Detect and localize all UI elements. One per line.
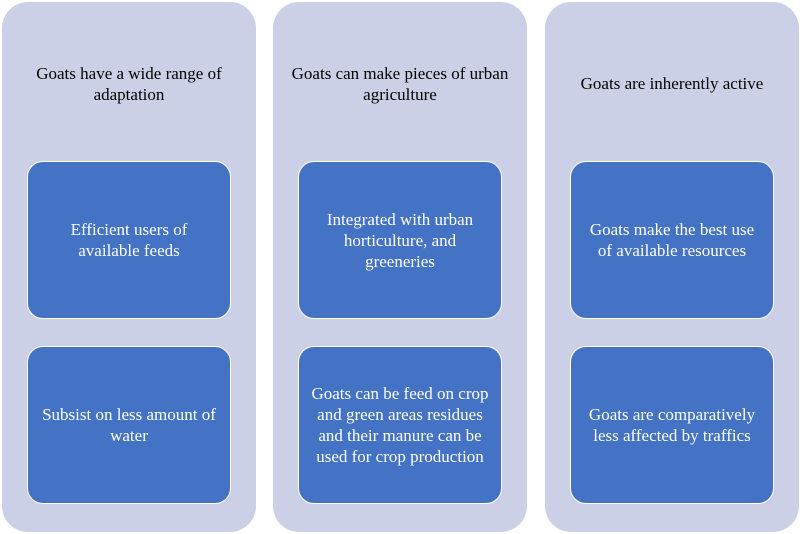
column-inherently-active: Goats are inherently active Goats make t… [545, 2, 799, 532]
box-crop-residues: Goats can be feed on crop and green area… [298, 346, 502, 504]
column-title: Goats can make pieces of urban agricultu… [291, 64, 509, 104]
box-urban-horticulture: Integrated with urban horticulture, and … [298, 161, 502, 319]
box-best-use-resources: Goats make the best use of available res… [570, 161, 774, 319]
column-urban-agriculture: Goats can make pieces of urban agricultu… [273, 2, 527, 532]
column-title: Goats have a wide range of adaptation [36, 64, 222, 104]
column-adaptation: Goats have a wide range of adaptation Ef… [2, 2, 256, 532]
box-less-water: Subsist on less amount of water [27, 346, 231, 504]
box-less-affected-traffic: Goats are comparatively less affected by… [570, 346, 774, 504]
box-efficient-feed-users: Efficient users of available feeds [27, 161, 231, 319]
column-title: Goats are inherently active [580, 74, 764, 93]
